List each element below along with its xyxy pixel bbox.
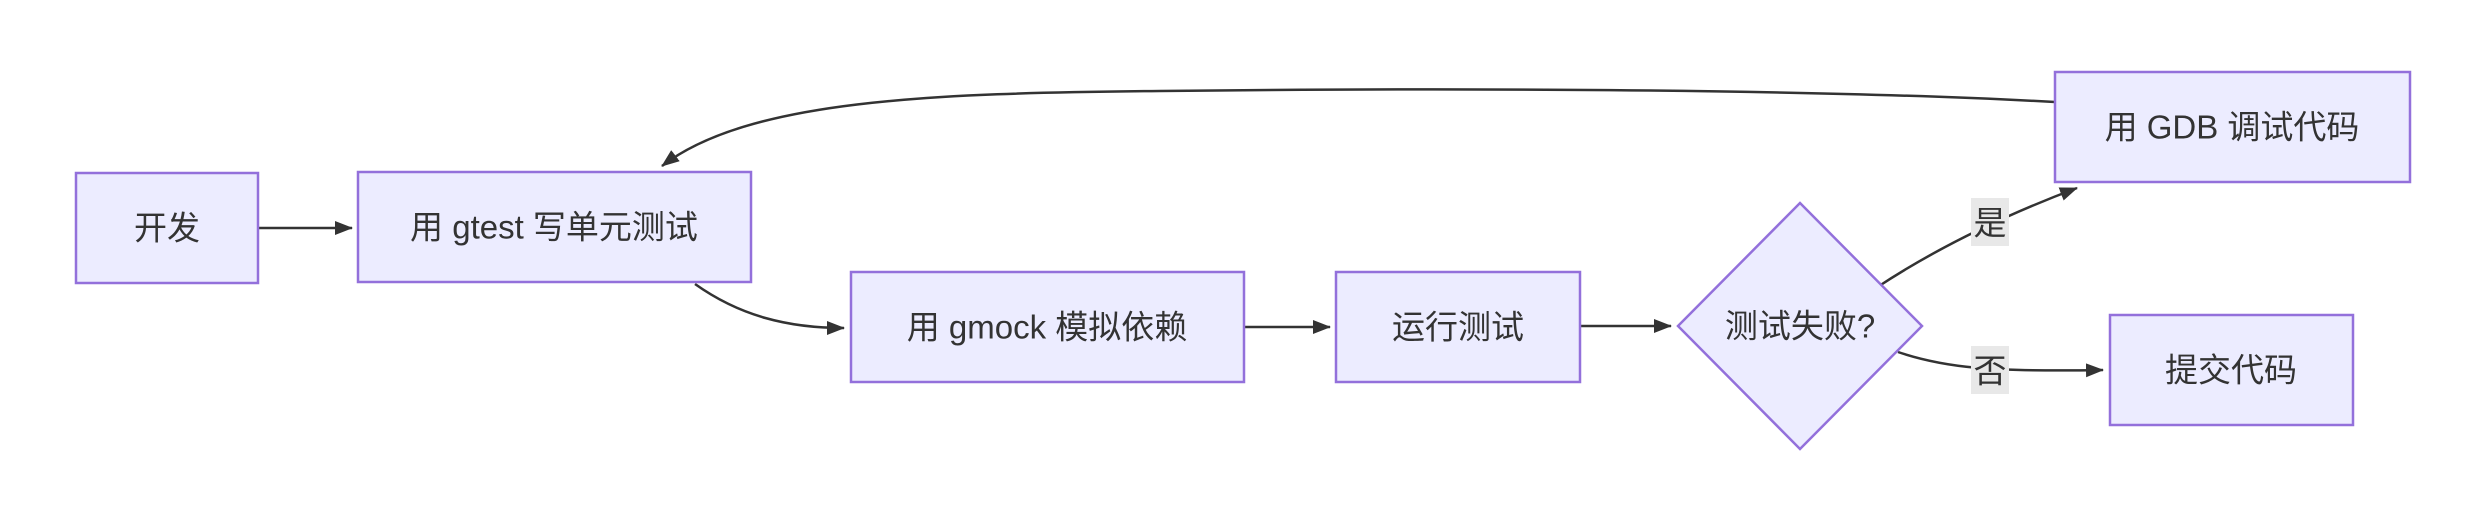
edge-label-no: 否 [1971,346,2009,394]
node-write-tests: 用 gtest 写单元测试 [356,170,753,284]
node-commit-label: 提交代码 [2165,352,2297,389]
node-commit-shape [2108,313,2355,427]
node-debug-gdb: 用 GDB 调试代码 [2053,70,2412,184]
node-run-tests-label: 运行测试 [1392,309,1524,346]
edge-label-no-text: 否 [1974,353,2007,390]
node-mock-deps-label: 用 gmock 模拟依赖 [907,309,1188,346]
edge-label-yes: 是 [1971,198,2009,246]
node-tests-failed: 测试失败? [1676,201,1924,451]
node-run-tests: 运行测试 [1334,270,1582,384]
node-tests-failed-label: 测试失败? [1725,308,1875,345]
node-commit: 提交代码 [2108,313,2355,427]
node-dev: 开发 [74,171,260,285]
node-mock-deps-shape [849,270,1246,384]
edge-label-no-bg [1971,346,2009,394]
node-tests-failed-shape [1676,201,1924,451]
edge-write-tests-to-mock-deps [694,282,845,335]
node-dev-label: 开发 [134,210,200,247]
node-mock-deps: 用 gmock 模拟依赖 [849,270,1246,384]
node-dev-shape [74,171,260,285]
edge-label-yes-bg [1971,198,2009,246]
node-write-tests-label: 用 gtest 写单元测试 [410,209,698,246]
node-run-tests-shape [1334,270,1582,384]
node-write-tests-shape [356,170,753,284]
edge-debug-gdb-back-to-write-tests [661,88,2056,167]
edge-label-yes-text: 是 [1974,205,2007,242]
node-debug-gdb-label: 用 GDB 调试代码 [2105,109,2360,146]
node-debug-gdb-shape [2053,70,2412,184]
